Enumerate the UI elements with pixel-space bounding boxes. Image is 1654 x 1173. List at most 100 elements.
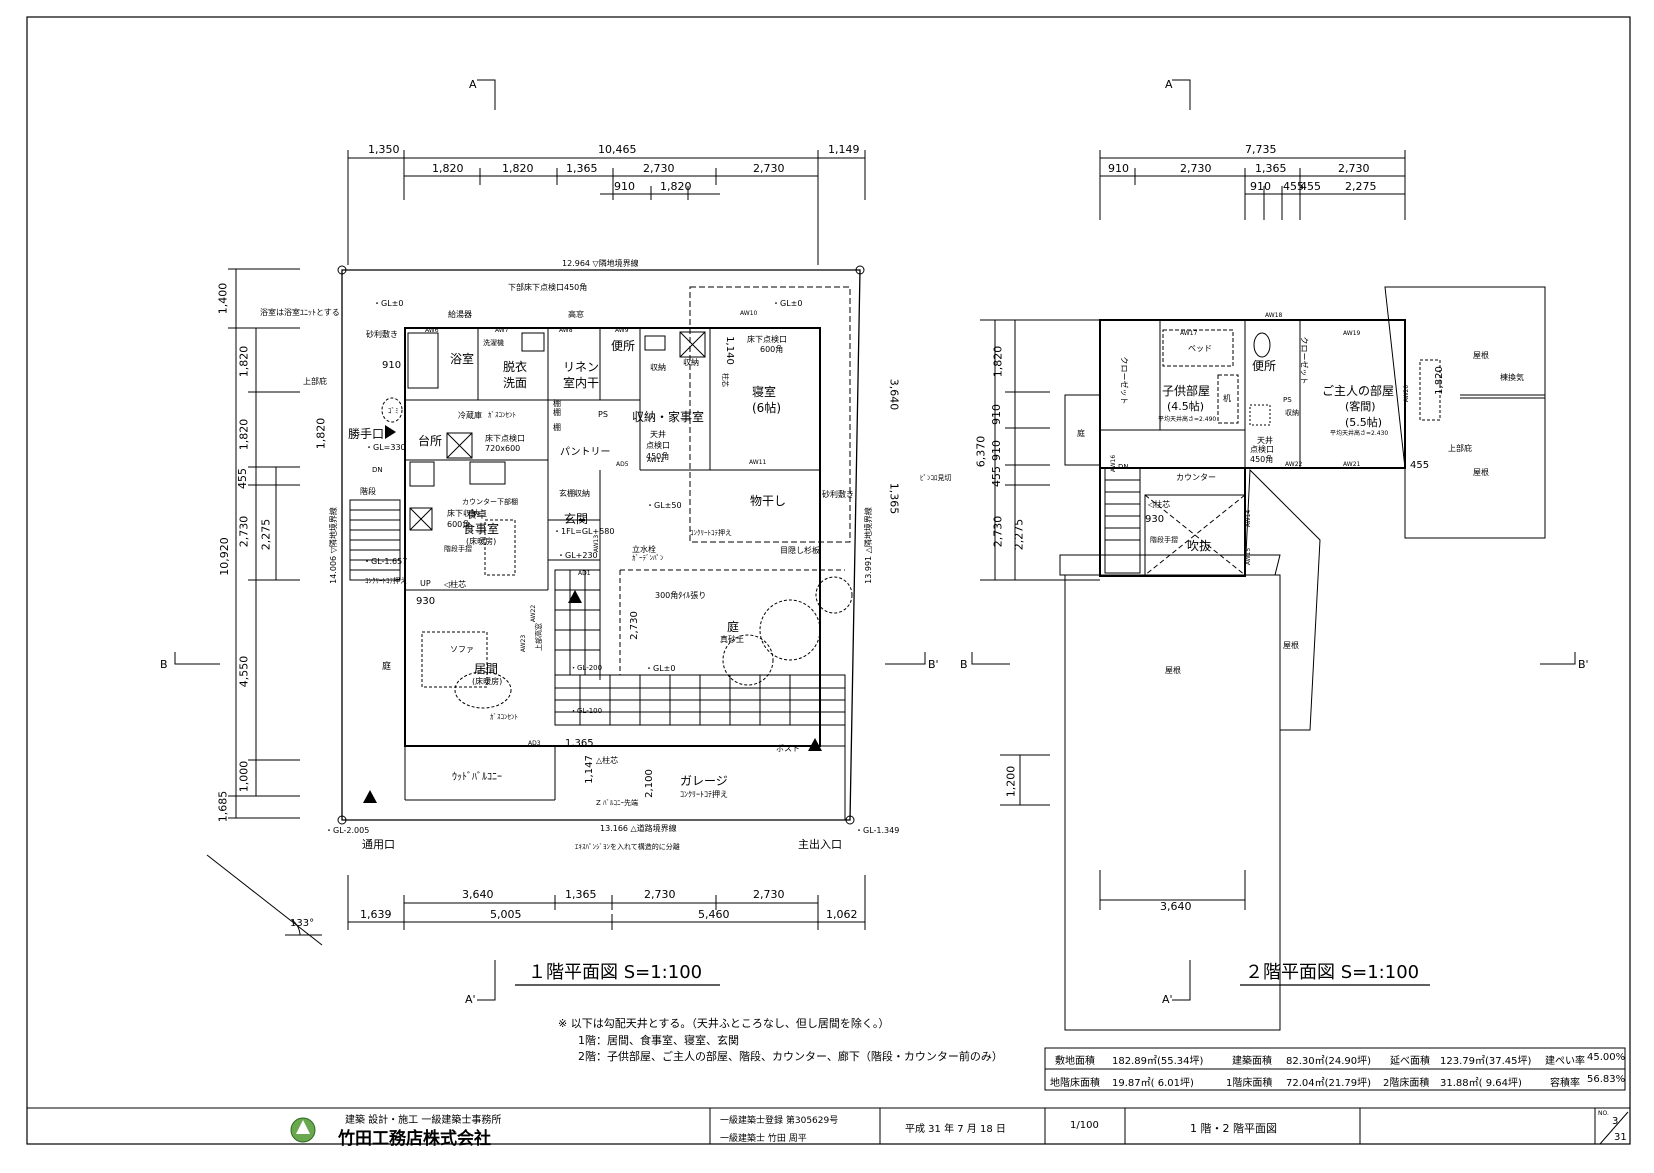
- note-upper-eave: 上部庇: [303, 377, 327, 386]
- note-ceiling-inspect3: 450角: [646, 452, 670, 461]
- note-pin-cut: ﾋﾟﾝｺﾛ見切: [920, 474, 952, 482]
- dim-2f-in-1: 1,820: [991, 345, 1005, 378]
- dim-1f-in-6: 1,000: [237, 760, 251, 793]
- dim-2f-in-2: 910: [990, 404, 1003, 425]
- dim-1f-left-1: 1,400: [216, 282, 230, 315]
- room2-roof4: 屋根: [1283, 641, 1299, 650]
- room-living: 居間: [474, 662, 499, 676]
- note-ifl: ・1FL=GL+580: [553, 527, 615, 536]
- room2-aw15: AW15: [1245, 547, 1253, 566]
- note-gravel2: 砂利敷き: [822, 490, 854, 499]
- room-dressing: 脱衣: [503, 360, 528, 374]
- dim-1f-bot2-3: 5,460: [698, 908, 730, 921]
- note-dim-2100: 2,100: [643, 769, 655, 798]
- note-gl2005: ・GL-2.005: [325, 826, 370, 835]
- area-coverage-label: 建ぺい率: [1545, 1056, 1585, 1067]
- room-garage: ガレージ: [680, 774, 728, 788]
- dim-1f-bot2-1: 1,639: [360, 908, 392, 921]
- room-dining: 食事室: [463, 522, 500, 536]
- room2-child: 子供部屋: [1162, 384, 1211, 398]
- room2-child-size: (4.5帖): [1167, 400, 1205, 413]
- plan-1f-geometry: [206, 150, 866, 946]
- room2-master: ご主人の部屋: [1322, 384, 1395, 398]
- room2-roof2: 屋根: [1473, 468, 1489, 477]
- label-stairs: 階段: [360, 487, 376, 496]
- dim-2f-row2-2: 2,730: [1180, 162, 1212, 175]
- company-logo: [290, 1117, 316, 1143]
- room-garden-note: 真砂土: [720, 635, 744, 644]
- dim-1f-in-1: 1,820: [237, 345, 251, 378]
- dim-1f-row2-4: 2,730: [643, 162, 675, 175]
- dim-2f-in-5: 2,730: [991, 515, 1005, 548]
- note-dim-1365: 1,365: [565, 738, 594, 749]
- room2-ceiling-inspect2: 点検口: [1250, 445, 1274, 454]
- room2-aw16: AW16: [1110, 454, 1118, 473]
- tb-drawing-title: 1 階・2 階平面図: [1190, 1122, 1277, 1135]
- dim-1f-row3-2: 1,820: [660, 180, 692, 193]
- note-fridge: 冷蔵庫: [458, 411, 482, 420]
- note-gl0-garden: ・GL±0: [645, 664, 676, 673]
- tb-scale: 1/100: [1070, 1120, 1099, 1131]
- area-table-grid: [1044, 1047, 1626, 1091]
- label-aw12: AW12: [647, 457, 665, 464]
- room-dining-note: (床暖房): [466, 537, 497, 546]
- section-a-2f: A: [1165, 78, 1173, 91]
- room2-child-ceiling: 平均天井高さ=2.490: [1158, 416, 1217, 423]
- title-plan-2f: ２階平面図 S=1:100: [1245, 962, 1420, 983]
- label-storage3: 収納: [650, 363, 666, 372]
- note-floor-inspect-bed: 床下点検口: [747, 335, 787, 344]
- dim-1f-right-2: 1,365: [887, 482, 901, 515]
- note-gas-outlet: ｶﾞｽｺﾝｾﾝﾄ: [488, 411, 516, 419]
- note-boundary-left: 14.006 ▽隣地境界線: [328, 507, 338, 584]
- dim-2f-left-outer: 6,370: [974, 435, 988, 468]
- note-floor-inspect-size: 720x600: [485, 444, 521, 453]
- note-dim-1147: 1,147: [583, 755, 595, 784]
- room2-aw17: AW17: [1180, 330, 1198, 337]
- dim-2f-row3-2: 455: [1283, 180, 1304, 193]
- label-aw6: AW6: [425, 327, 439, 334]
- tb-total: 31: [1614, 1132, 1627, 1143]
- area-site-value: 182.89㎡(55.34坪): [1112, 1056, 1204, 1067]
- note-pillar2: ◁柱芯: [444, 580, 467, 589]
- label-aw11: AW11: [749, 459, 767, 466]
- dim-2f-row3-1: 910: [1250, 180, 1271, 193]
- room-toilet: 便所: [611, 339, 636, 353]
- label-ad1: AD1: [578, 570, 591, 577]
- note-line-3: 2階：子供部屋、ご主人の部屋、階段、カウンター、廊下（階段・カウンター前のみ）: [578, 1050, 1003, 1063]
- dim-1f-left-3: 1,685: [216, 790, 230, 823]
- note-underfloor-inspect: 下部床下点検口450角: [508, 283, 588, 292]
- note-floor-inspect: 床下点検口: [485, 434, 525, 443]
- room2-dim-1820: 1,820: [1433, 366, 1445, 395]
- label-service-entrance: 通用口: [362, 838, 395, 851]
- note-upper-high: 上部高窓: [535, 623, 543, 651]
- title-plan-1f: １階平面図 S=1:100: [528, 962, 703, 983]
- room-dining-area: 食卓: [467, 510, 487, 521]
- dim-1f-row2-2: 1,820: [502, 162, 534, 175]
- label-ad5: AD5: [616, 461, 629, 468]
- area-far-label: 容積率: [1550, 1078, 1580, 1089]
- dim-1f-row2-1: 1,820: [432, 162, 464, 175]
- dim-1f-in2-1: 2,275: [259, 518, 273, 551]
- note-line-2: 1階：居間、食事室、寝室、玄関: [578, 1034, 739, 1047]
- dim-1f-bot2-4: 1,062: [826, 908, 858, 921]
- note-gl100: ・GL-100: [570, 707, 603, 715]
- note-water-heater: 給湯器: [448, 310, 472, 319]
- dim-1f-top-3: 1,149: [828, 143, 860, 156]
- tb-page: 3: [1612, 1116, 1619, 1127]
- area-total-label: 延べ面積: [1390, 1056, 1430, 1067]
- note-dim-2730v: 2,730: [628, 611, 640, 640]
- section-markers: [174, 79, 1576, 1001]
- label-ps: PS: [598, 410, 608, 419]
- note-counter-under: カウンター下部棚: [462, 498, 518, 506]
- label-shelf2: 棚: [553, 423, 561, 432]
- room-garage-note: ｺﾝｸﾘｰﾄｺﾃ押え: [680, 790, 728, 799]
- room-storage-house: 収納・家事室: [632, 410, 705, 424]
- dim-1f-right-1: 3,640: [887, 378, 901, 411]
- note-dim-910: 910: [382, 360, 402, 371]
- room2-aw14: AW14: [1245, 509, 1253, 528]
- dim-1f-bot-3: 2,730: [644, 888, 676, 901]
- area-far-value: 56.83%: [1587, 1074, 1626, 1085]
- title-block-grid: [26, 1107, 1631, 1145]
- label-aw10: AW10: [740, 310, 758, 317]
